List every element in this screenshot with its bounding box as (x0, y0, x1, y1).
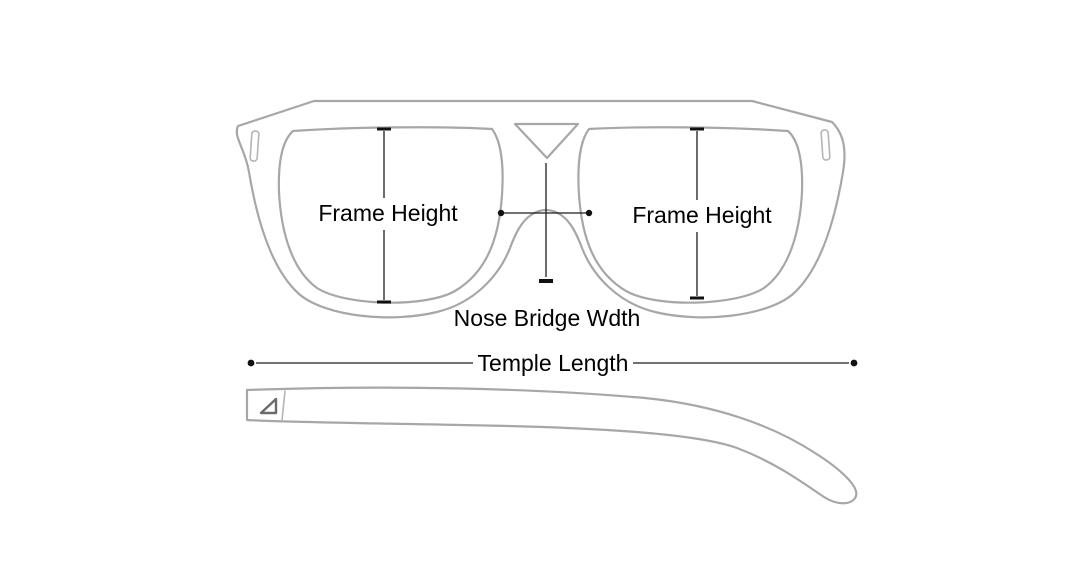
left-lens-outline (277, 126, 504, 304)
frame-height-right-top-tick (690, 127, 704, 131)
right-lens-outline (577, 126, 804, 304)
nose-bridge-width-label: Nose Bridge Wdth (454, 305, 641, 331)
sunglasses-front-view (235, 99, 846, 319)
nose-bridge-measurement: Nose Bridge Wdth (454, 163, 641, 331)
frame-height-left-measurement: Frame Height (318, 127, 458, 304)
temple-length-right-dot (850, 359, 858, 367)
temple-arm-side-view (245, 386, 858, 505)
frame-height-left-label: Frame Height (318, 200, 458, 226)
nose-bridge-right-dot (585, 209, 593, 217)
frame-outline (235, 99, 846, 319)
bridge-triangle-cutout (513, 122, 580, 160)
frame-height-right-measurement: Frame Height (632, 127, 772, 300)
temple-hinge-seam (281, 390, 286, 421)
temple-length-measurement: Temple Length (247, 350, 858, 376)
frame-height-left-top-tick (377, 127, 391, 131)
temple-logo-triangle-icon (259, 397, 278, 415)
nose-bridge-bottom-tick (539, 279, 553, 283)
nose-bridge-left-dot (497, 209, 505, 217)
temple-arm-outline (245, 386, 858, 505)
right-hinge-slot (820, 129, 831, 161)
frame-height-right-label: Frame Height (632, 202, 772, 228)
temple-length-left-dot (247, 359, 255, 367)
frame-height-right-bottom-tick (690, 296, 704, 300)
temple-length-label: Temple Length (478, 350, 629, 376)
left-hinge-slot (249, 130, 260, 162)
frame-height-left-bottom-tick (377, 300, 391, 304)
